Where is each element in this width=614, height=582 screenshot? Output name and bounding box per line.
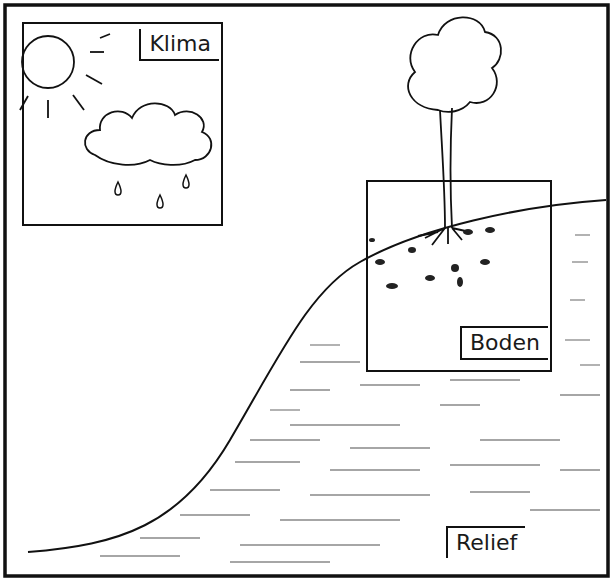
relief-hatching — [100, 235, 600, 562]
node-label: Relief — [446, 526, 525, 558]
node-label: Klima — [139, 29, 219, 61]
node-label: Boden — [460, 326, 548, 360]
climate-box: Klima — [22, 22, 223, 226]
terrain-curve — [28, 200, 606, 552]
relief-label-box: Relief — [446, 526, 528, 576]
cloud-symbol — [85, 103, 211, 165]
soil-box: Boden — [366, 180, 552, 372]
sun-symbol — [20, 34, 110, 118]
tree-symbol — [408, 17, 501, 245]
soil-stones — [369, 227, 495, 289]
outer-frame — [5, 5, 608, 576]
rain-drops — [115, 175, 189, 208]
